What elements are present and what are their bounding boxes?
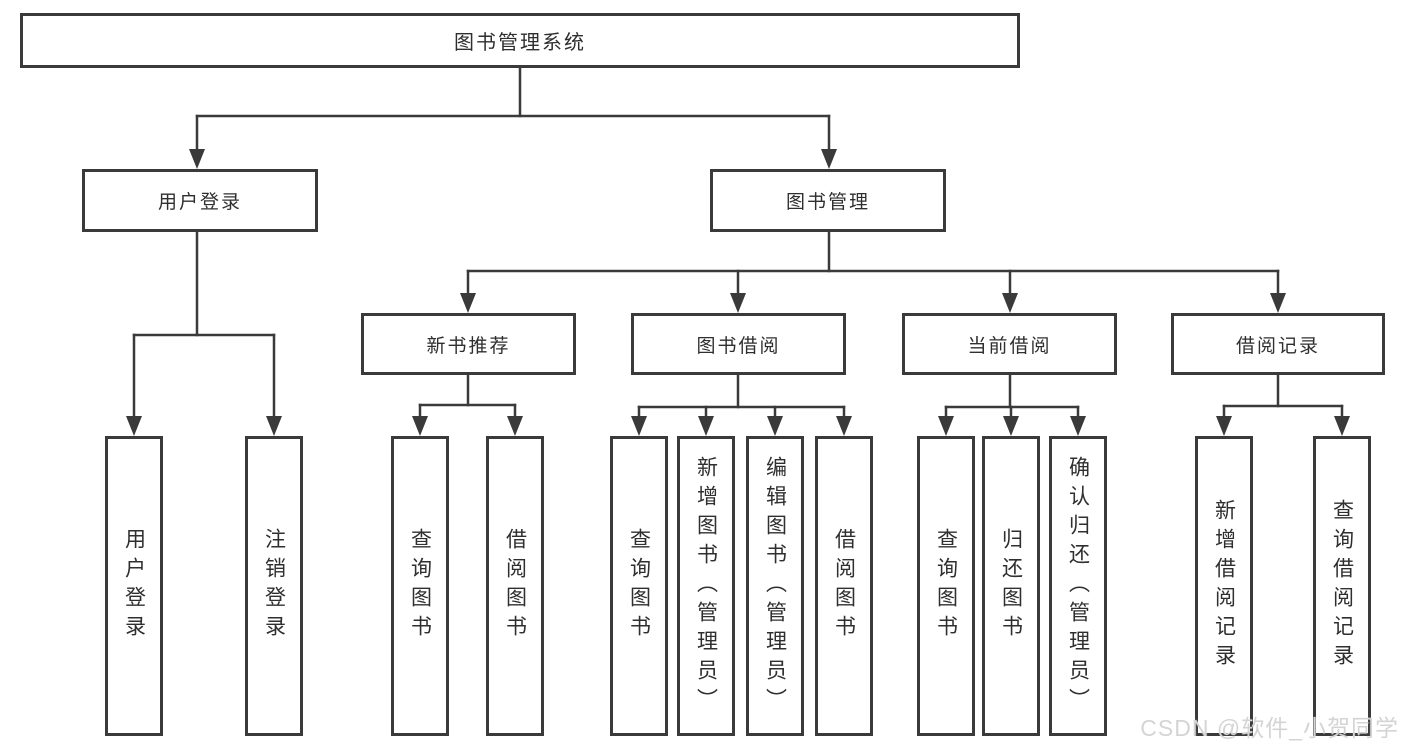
leaf-logout: 注销登录 [245,436,303,736]
node-label: 借阅记录 [1235,335,1320,357]
node-book-management: 图书管理 [710,169,946,232]
leaf-label: 确认归还（管理员） [1066,455,1090,717]
node-root-label: 图书管理系统 [454,32,586,54]
arrowhead-icons [126,149,1350,436]
leaf-add-books-admin: 新增图书（管理员） [677,436,735,736]
leaf-label: 查询图书 [934,528,958,644]
leaf-label: 查询图书 [408,528,432,644]
leaf-label: 新增借阅记录 [1212,499,1236,673]
node-label: 新书推荐 [426,335,511,357]
leaf-query-borrow-record: 查询借阅记录 [1313,436,1371,736]
leaf-borrow-books-recommend: 借阅图书 [486,436,544,736]
leaf-label: 注销登录 [262,528,286,644]
node-user-login: 用户登录 [82,169,318,232]
leaf-add-borrow-record: 新增借阅记录 [1195,436,1253,736]
leaf-confirm-return-admin: 确认归还（管理员） [1049,436,1107,736]
leaf-label: 借阅图书 [503,528,527,644]
node-current-borrowing: 当前借阅 [902,313,1117,375]
leaf-user-login: 用户登录 [105,436,163,736]
tree-edges [132,66,1344,419]
node-root-library-system: 图书管理系统 [20,13,1020,68]
node-label: 图书管理 [785,192,870,213]
node-new-book-recommend: 新书推荐 [361,313,576,375]
leaf-query-books-current: 查询图书 [917,436,975,736]
node-label: 当前借阅 [967,335,1052,357]
leaf-return-books: 归还图书 [982,436,1040,736]
leaf-label: 用户登录 [122,528,146,644]
node-label: 图书借阅 [696,335,781,357]
leaf-label: 查询图书 [627,528,651,644]
node-borrowing-records: 借阅记录 [1171,313,1385,375]
leaf-label: 借阅图书 [832,528,856,644]
leaf-query-books-recommend: 查询图书 [391,436,449,736]
leaf-edit-books-admin: 编辑图书（管理员） [746,436,804,736]
leaf-label: 新增图书（管理员） [694,455,718,717]
csdn-watermark: CSDN @软件_小贺同学 [1140,715,1399,741]
leaf-label: 查询借阅记录 [1330,499,1354,673]
leaf-borrow-books: 借阅图书 [815,436,873,736]
leaf-label: 归还图书 [999,528,1023,644]
node-label: 用户登录 [157,192,242,213]
leaf-query-books-borrowing: 查询图书 [610,436,668,736]
leaf-label: 编辑图书（管理员） [763,455,787,717]
node-book-borrowing: 图书借阅 [631,313,846,375]
